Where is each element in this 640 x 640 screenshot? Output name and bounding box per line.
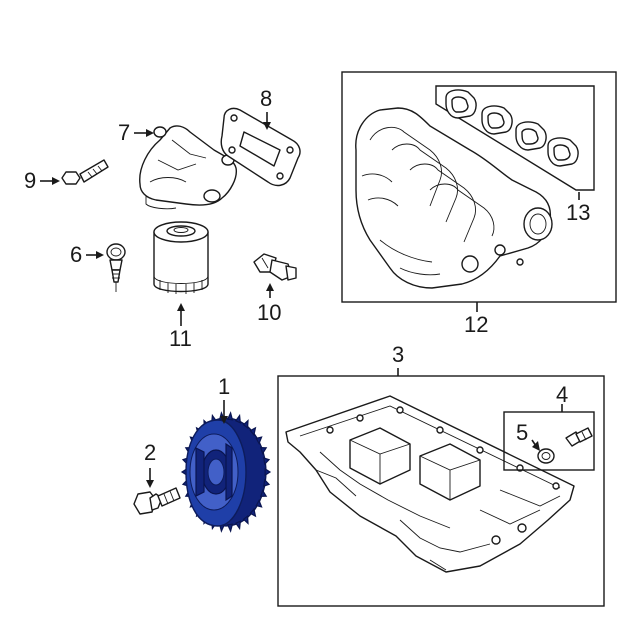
callout-13: 13 <box>566 192 590 225</box>
box-13-frame <box>435 85 595 191</box>
part-6-plug[interactable] <box>106 243 126 292</box>
pulley-tooth <box>249 426 257 437</box>
callout-11: 11 <box>169 303 192 351</box>
callout-13-label: 13 <box>566 200 590 225</box>
callout-7-label: 7 <box>118 120 130 145</box>
part-12-intake-manifold[interactable] <box>355 107 553 289</box>
callout-12: 12 <box>464 302 488 337</box>
callout-9: 9 <box>24 168 60 193</box>
callout-6-label: 6 <box>70 242 82 267</box>
part-11-oil-filter[interactable] <box>153 221 209 294</box>
pulley-tooth <box>263 478 271 487</box>
pulley-tooth <box>234 413 242 424</box>
callout-3: 3 <box>392 342 404 376</box>
part-2-bolt[interactable] <box>133 487 181 515</box>
part-10-sensor[interactable] <box>253 253 297 281</box>
pulley-tooth <box>255 499 263 508</box>
pulley-tooth <box>234 520 242 531</box>
pulley-tooth <box>249 507 257 518</box>
pulley-tooth <box>242 419 249 430</box>
pulley-tooth <box>226 411 234 421</box>
box-4-frame <box>503 411 595 471</box>
callout-8: 8 <box>260 86 272 130</box>
part-4-drain-plug[interactable] <box>565 427 593 447</box>
part-8-gasket[interactable] <box>220 107 301 187</box>
callout-1: 1 <box>218 374 230 424</box>
callout-2-label: 2 <box>144 440 156 465</box>
callout-12-label: 12 <box>464 312 488 337</box>
callout-3-label: 3 <box>392 342 404 367</box>
callout-7: 7 <box>118 120 154 145</box>
callout-10: 10 <box>257 283 281 325</box>
callout-2: 2 <box>144 440 156 488</box>
box-12-frame <box>341 71 617 303</box>
callout-5: 5 <box>516 420 540 451</box>
callout-11-label: 11 <box>169 326 192 351</box>
callout-10-label: 10 <box>257 300 281 325</box>
part-3-oil-pan[interactable] <box>285 395 575 573</box>
part-7-filter-adapter[interactable] <box>139 125 237 210</box>
callout-6: 6 <box>70 242 104 267</box>
pulley-tooth <box>259 446 268 455</box>
callout-4: 4 <box>556 382 568 412</box>
pulley-tooth <box>242 514 249 525</box>
callout-1-label: 1 <box>218 374 230 399</box>
part-5-seal-ring[interactable] <box>537 448 555 464</box>
pulley-tooth <box>226 523 234 533</box>
pulley-tooth <box>259 489 268 498</box>
callout-8-label: 8 <box>260 86 272 111</box>
pulley-tooth <box>264 467 272 477</box>
box-3-frame <box>277 375 605 607</box>
callout-4-label: 4 <box>556 382 568 407</box>
pulley-tooth <box>255 436 263 445</box>
callout-9-label: 9 <box>24 168 36 193</box>
part-9-bolt[interactable] <box>61 159 109 185</box>
pulley-tooth <box>263 457 271 466</box>
part-13-gaskets[interactable] <box>445 89 579 167</box>
callout-5-label: 5 <box>516 420 528 445</box>
part-1-crankshaft-pulley[interactable] <box>180 411 272 533</box>
